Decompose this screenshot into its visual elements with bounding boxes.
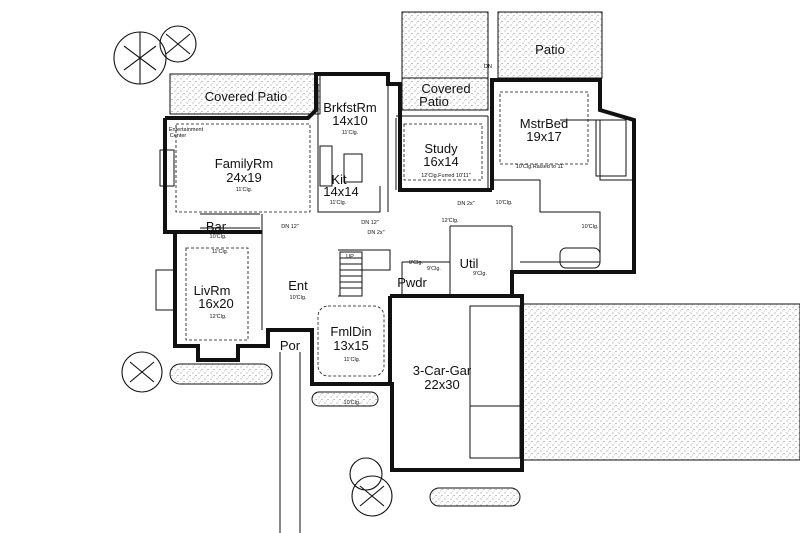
covered-patio-right-label-1: Covered <box>421 81 470 96</box>
kitchen-name: Kit <box>331 172 347 187</box>
study-dash <box>403 123 483 181</box>
entertainment-label-2: Center <box>170 133 187 139</box>
patio-areas <box>169 11 800 533</box>
powder-name: Pwdr <box>397 275 427 290</box>
note-dn-hall: DN 2x" <box>457 201 474 207</box>
note-clg-10-b: 10'Clg. <box>496 200 513 206</box>
formal-dining-name: FmlDin <box>330 324 371 339</box>
plan-notes: DN DN 2x" DN 12" DN 12" DN 2x" UP 10'Clg… <box>210 64 599 406</box>
porch-name: Por <box>280 338 301 353</box>
family-room-size: 24x19 <box>226 170 261 185</box>
landscaping <box>113 25 393 517</box>
living-room-clg: 12'Clg. <box>210 314 227 320</box>
mstr-closet <box>595 119 627 177</box>
utility-name: Util <box>460 256 479 271</box>
covered-patio-left-slab <box>169 73 321 115</box>
note-dn-patio: DN <box>484 64 492 70</box>
family-room-clg: 11'Clg. <box>236 187 253 193</box>
room-labels: Covered Patio BrkfstRm 14x10 11'Clg. Pat… <box>169 42 568 392</box>
tree-icon <box>349 457 383 491</box>
note-up: UP <box>346 254 354 260</box>
mstr-bed-clg: 10'Clg.Raised to 11' <box>516 164 564 170</box>
patio-slab-right <box>497 11 603 79</box>
note-clg-11: 11'Clg. <box>212 249 229 255</box>
exterior-walls <box>163 72 636 472</box>
study-clg: 12'Clg.Furred 10'11" <box>421 173 471 179</box>
interior-walls <box>155 84 634 459</box>
garage-door-1 <box>469 305 521 407</box>
living-room-size: 16x20 <box>198 296 233 311</box>
bar-counter <box>200 213 260 229</box>
fmldin-dash <box>317 305 385 377</box>
study-name: Study <box>424 141 458 156</box>
living-bay <box>185 247 249 341</box>
patio-label: Patio <box>535 42 565 57</box>
brkfst-clg: 11'Clg. <box>342 130 359 136</box>
garage-door-2 <box>469 405 521 459</box>
fireplace-living <box>155 269 175 311</box>
entry-clg: 10'Clg. <box>290 295 307 301</box>
garage-size: 22x30 <box>424 377 459 392</box>
family-room-name: FamilyRm <box>215 156 274 171</box>
driveway <box>521 303 800 461</box>
patio-slab-left <box>401 11 489 85</box>
kitchen-island <box>343 153 363 183</box>
living-room-name: LivRm <box>194 283 231 298</box>
note-clg-10-d: 10'Clg. <box>344 400 361 406</box>
mstr-bed-name: MstrBed <box>520 116 568 131</box>
covered-patio-left-label: Covered Patio <box>205 89 287 104</box>
note-clg-10-a: 10'Clg. <box>210 234 227 240</box>
mstr-bed-size: 19x17 <box>526 129 561 144</box>
note-dn-12: DN 12" <box>281 224 299 230</box>
kitchen-clg: 11'Clg. <box>330 200 347 206</box>
covered-patio-right-slab <box>401 77 489 111</box>
formal-dining-size: 13x15 <box>333 338 368 353</box>
front-planter-left <box>169 363 273 385</box>
note-clg-10-c: 10'Clg. <box>582 224 599 230</box>
brkfst-room-name: BrkfstRm <box>323 100 376 115</box>
kitchen-size: 14x14 <box>323 184 358 199</box>
note-clg-12-hall: 12'Clg. <box>442 218 459 224</box>
family-dash <box>175 123 311 213</box>
note-clg-8: 8'Clg. <box>409 260 423 266</box>
note-clg-9-a: 9'Clg. <box>427 266 441 272</box>
note-dn-2x: DN 2x" <box>367 230 384 236</box>
tree-icon <box>159 25 197 63</box>
bar-label: Bar <box>206 219 227 234</box>
tree-icon <box>351 475 393 517</box>
covered-patio-right-label-2: Patio <box>419 94 449 109</box>
stair <box>339 251 363 297</box>
note-clg-9-util: 9'Clg. <box>473 271 487 277</box>
kitchen-cooktop <box>319 145 333 187</box>
front-walk <box>279 352 301 533</box>
entry-name: Ent <box>288 278 308 293</box>
fireplace-family <box>159 149 175 187</box>
tree-icon <box>121 351 163 393</box>
brkfst-room-size: 14x10 <box>332 113 367 128</box>
mstr-tub <box>559 247 601 269</box>
front-planter-mid <box>311 391 379 407</box>
note-dn-12b: DN 12" <box>361 220 379 226</box>
formal-dining-clg: 11'Clg. <box>344 357 361 363</box>
entertainment-label-1: Entertainment <box>169 127 204 133</box>
front-planter-right <box>429 487 521 507</box>
garage-name: 3-Car-Gar <box>413 363 472 378</box>
study-size: 16x14 <box>423 154 458 169</box>
